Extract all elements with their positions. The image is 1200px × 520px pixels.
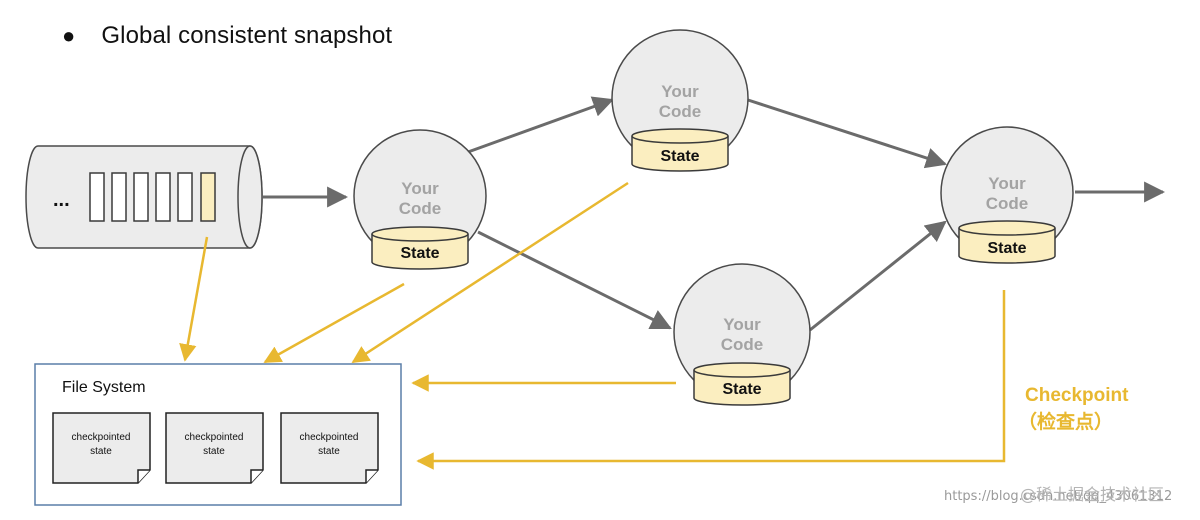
file-system-title: File System	[62, 379, 146, 396]
doc-label: state	[90, 446, 112, 457]
operator-node-2-top: Your Code State	[611, 29, 749, 172]
queue-records	[89, 172, 216, 222]
bullet-icon: ●	[62, 23, 76, 48]
checkpointed-state-doc: checkpointed state	[165, 412, 264, 484]
data-flow-arrows	[263, 96, 1166, 332]
flow-arrow-op1-to-top	[467, 96, 614, 154]
queue-offset-marker	[200, 172, 216, 222]
operator-node-2-bottom: Your Code State	[673, 263, 811, 406]
state-cylinder: State	[958, 220, 1056, 264]
checkpoint-label: Checkpoint	[1025, 385, 1129, 406]
checkpointed-state-doc: checkpointed state	[52, 412, 151, 484]
checkpoint-arrow-op1	[263, 282, 405, 364]
source-queue: ...	[25, 145, 263, 249]
flow-arrow-top-to-op3	[747, 98, 947, 169]
your-code-label: Code	[659, 102, 702, 121]
watermark-brand: @稀土掘金技术社区	[1020, 485, 1164, 504]
your-code-label: Code	[399, 199, 442, 218]
state-label: State	[660, 148, 699, 165]
operator-node-3: Your Code State	[940, 126, 1074, 264]
doc-label: checkpointed	[72, 432, 131, 443]
state-label: State	[987, 240, 1026, 257]
your-code-label: Code	[721, 335, 764, 354]
doc-label: checkpointed	[300, 432, 359, 443]
watermark-url: https://blog.csdn.net/qq_43061312	[944, 489, 1172, 504]
slide-title: ● Global consistent snapshot	[62, 22, 392, 50]
queue-ellipsis: ...	[53, 189, 70, 211]
slide-title-text: Global consistent snapshot	[101, 22, 393, 49]
doc-label: checkpointed	[185, 432, 244, 443]
doc-label: state	[203, 446, 225, 457]
state-cylinder: State	[693, 362, 791, 406]
flow-arrow-bottom-to-op3	[809, 220, 947, 332]
your-code-label: Your	[723, 315, 761, 334]
file-system-box: File System checkpointed state checkpoin…	[34, 363, 402, 506]
state-label: State	[400, 245, 439, 262]
checkpoint-arrow-queue	[179, 236, 209, 362]
state-label: State	[722, 381, 761, 398]
state-cylinder: State	[371, 226, 469, 270]
checkpoint-arrow-op2-top	[351, 181, 629, 364]
your-code-label: Your	[401, 179, 439, 198]
your-code-label: Your	[661, 82, 699, 101]
doc-label: state	[318, 446, 340, 457]
checkpoint-arrow-op3	[416, 290, 1006, 470]
your-code-label: Code	[986, 194, 1029, 213]
your-code-label: Your	[988, 174, 1026, 193]
checkpoint-arrows	[179, 181, 1006, 470]
state-cylinder: State	[631, 128, 729, 172]
checkpointed-state-doc: checkpointed state	[280, 412, 379, 484]
operator-node-1: Your Code State	[353, 129, 487, 270]
checkpoint-sublabel: （检查点）	[1018, 410, 1113, 433]
flow-arrow-op1-to-bottom	[477, 230, 672, 330]
